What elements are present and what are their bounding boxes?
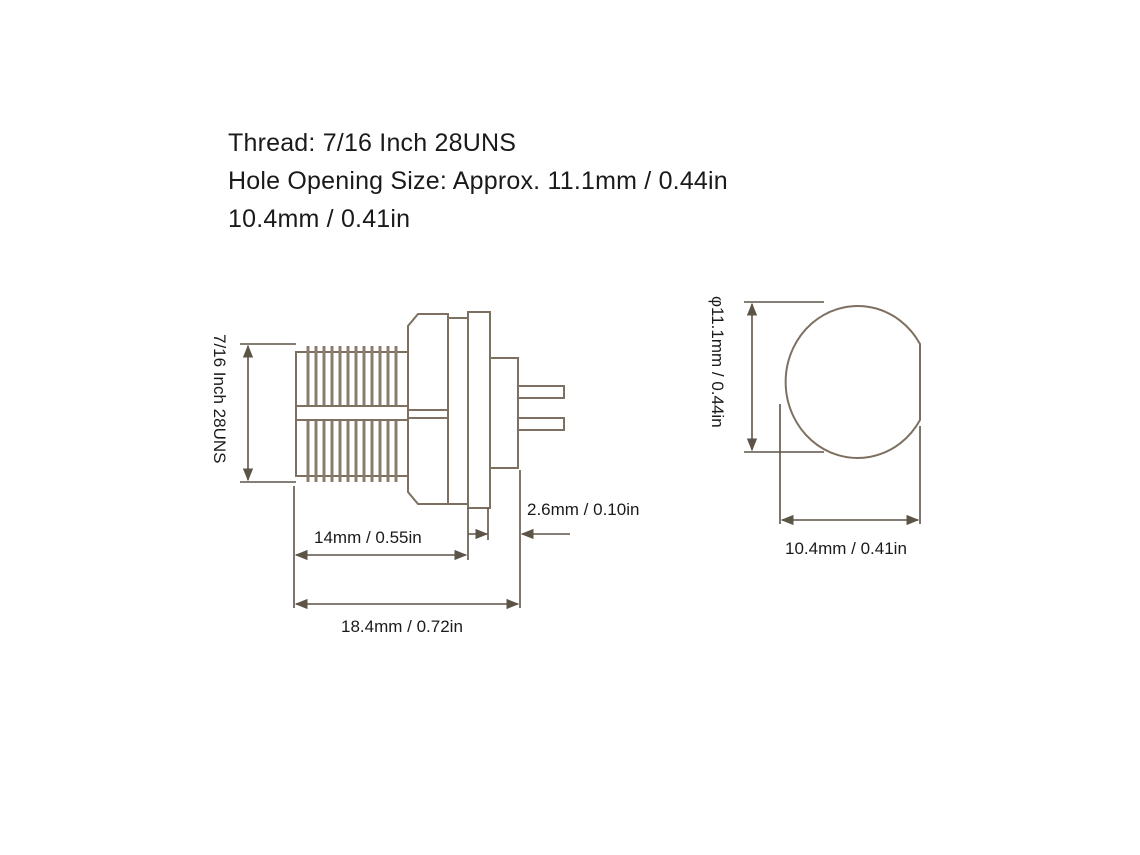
pin-length-label: 2.6mm / 0.10in — [527, 500, 639, 519]
hole-diameter-dimension — [744, 301, 921, 526]
pin-top — [517, 385, 565, 399]
overall-length-label: 18.4mm / 0.72in — [341, 617, 463, 636]
pin-bottom — [517, 417, 565, 431]
thread-length-label: 14mm / 0.55in — [314, 528, 422, 547]
hole-opening-spec: Hole Opening Size: Approx. 11.1mm / 0.44… — [228, 167, 728, 195]
rear-body — [489, 357, 519, 469]
width-spec: 10.4mm / 0.41in — [228, 205, 411, 233]
hole-diameter-label: φ11.1mm / 0.44in — [708, 296, 727, 428]
keyway-slot — [295, 405, 409, 421]
spec-text-block: Thread: 7/16 Inch 28UNS Hole Opening Siz… — [228, 124, 728, 238]
flat-width-label: 10.4mm / 0.41in — [785, 539, 907, 558]
hex-nut — [407, 313, 449, 505]
panel-plate — [467, 311, 491, 509]
front-view — [784, 305, 921, 459]
d-hole-outline — [784, 305, 921, 459]
flange — [447, 317, 469, 505]
length-dimensions — [293, 470, 570, 610]
side-view — [295, 311, 565, 509]
thread-spec: Thread: 7/16 Inch 28UNS — [228, 129, 517, 157]
thread-dimension-label: 7/16 Inch 28UNS — [210, 334, 229, 463]
thread-dimension — [240, 343, 296, 483]
